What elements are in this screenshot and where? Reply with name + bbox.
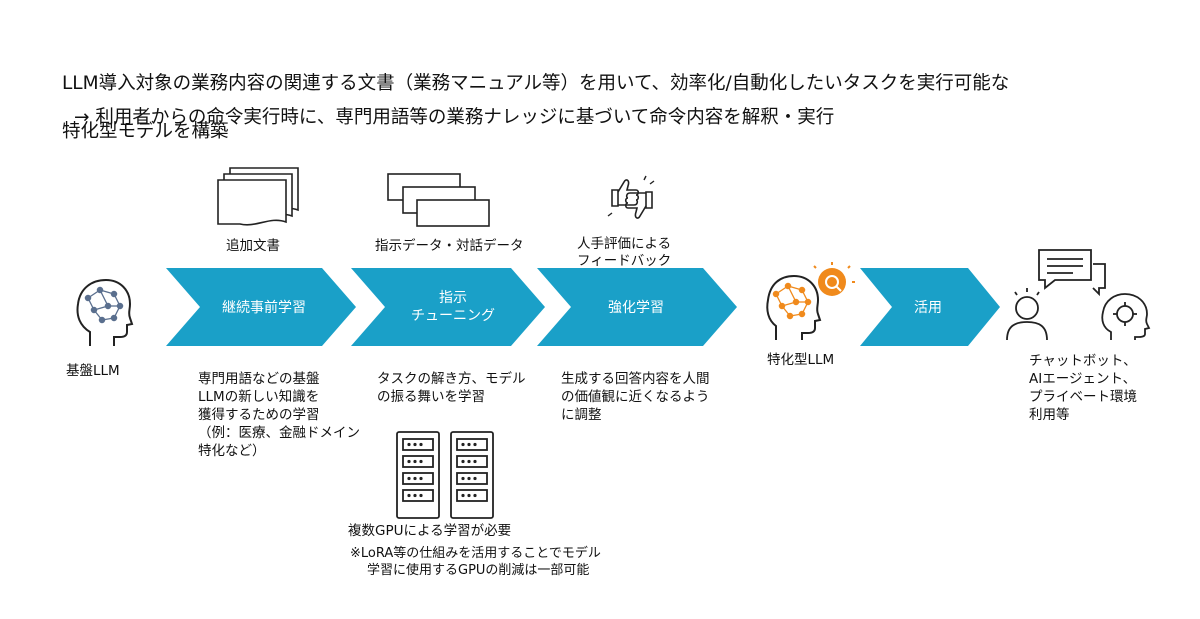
step-instruction-tuning-label-2: チューニング (411, 308, 495, 324)
step-1-desc-line: （例：医療、金融ドメイン (198, 425, 360, 441)
step-3-desc-line: に調整 (561, 407, 602, 423)
step-3-description: 生成する回答内容を人間 の価値観に近くなるよう に調整 (561, 370, 710, 424)
step-2-input-label: 指示データ・対話データ (375, 238, 524, 254)
step-1-description: 専門用語などの基盤 LLMの新しい知識を 獲得するための学習 （例：医療、金融ド… (198, 370, 360, 460)
step-1-desc-line: 特化など） (198, 443, 266, 459)
step-3-input-label-1: 人手評価による (577, 236, 672, 252)
uses-line: プライベート環境 (1029, 389, 1137, 405)
specialized-llm-label: 特化型LLM (767, 352, 835, 368)
base-llm-label: 基盤LLM (66, 363, 120, 379)
gpu-requirement-label: 複数GPUによる学習が必要 (348, 523, 512, 539)
step-3-input-label-2: フィードバック (577, 253, 672, 269)
step-2-desc-line: の振る舞いを学習 (377, 389, 485, 405)
arrow-reinforcement-learning (537, 268, 737, 346)
step-2-description: タスクの解き方、モデル の振る舞いを学習 (377, 370, 526, 406)
step-3-desc-line: 生成する回答内容を人間 (561, 371, 710, 387)
specialized-brain-icon (766, 262, 855, 340)
title-line-2: 特化型モデルを構築 (62, 121, 229, 142)
step-3-desc-line: の価値観に近くなるよう (561, 389, 710, 405)
lora-note-line-1: ※LoRA等の仕組みを活用することでモデル (350, 546, 601, 561)
step-1-desc-line: 獲得するための学習 (198, 407, 320, 423)
step-1-desc-line: LLMの新しい知識を (198, 389, 320, 405)
uses-line: AIエージェント、 (1029, 371, 1137, 387)
step-utilization-label: 活用 (914, 300, 942, 316)
lora-note: ※LoRA等の仕組みを活用することでモデル 学習に使用するGPUの削減は一部可能 (350, 545, 601, 579)
step-1-desc-line: 専門用語などの基盤 (198, 371, 320, 387)
brain-head-icon (76, 278, 134, 346)
arrow-continued-pretraining (166, 268, 356, 346)
step-1-input-label: 追加文書 (226, 238, 280, 254)
step-2-desc-line: タスクの解き方、モデル (377, 371, 526, 387)
arrow-instruction-tuning (351, 268, 545, 346)
step-instruction-tuning-label-1: 指示 (439, 290, 467, 306)
uses-line: 利用等 (1029, 407, 1070, 423)
dialog-cards-icon (387, 173, 490, 227)
step-reinforcement-label: 強化学習 (608, 300, 664, 316)
documents-stack-icon (217, 167, 299, 226)
uses-description: チャットボット、 AIエージェント、 プライベート環境 利用等 (1029, 352, 1137, 424)
arrow-utilization (860, 268, 1000, 346)
step-continued-pretraining-label: 継続事前学習 (222, 300, 306, 316)
step-instruction-tuning-label: 指示 チューニング (383, 289, 523, 325)
title-line-1: LLM導入対象の業務内容の関連する文書（業務マニュアル等）を用いて、効率化/自動… (62, 73, 1010, 94)
chat-user-ai-icon (1006, 249, 1151, 341)
thumbs-up-down-icon (607, 175, 655, 219)
server-rack-icon (396, 431, 494, 519)
step-3-input-label: 人手評価による フィードバック (577, 236, 671, 270)
lora-note-line-2: 学習に使用するGPUの削減は一部可能 (367, 563, 590, 578)
subtitle: → 利用者からの命令実行時に、専門用語等の業務ナレッジに基づいて命令内容を解釈・… (74, 107, 835, 128)
uses-line: チャットボット、 (1029, 353, 1137, 369)
page-title: LLM導入対象の業務内容の関連する文書（業務マニュアル等）を用いて、効率化/自動… (62, 48, 1009, 168)
